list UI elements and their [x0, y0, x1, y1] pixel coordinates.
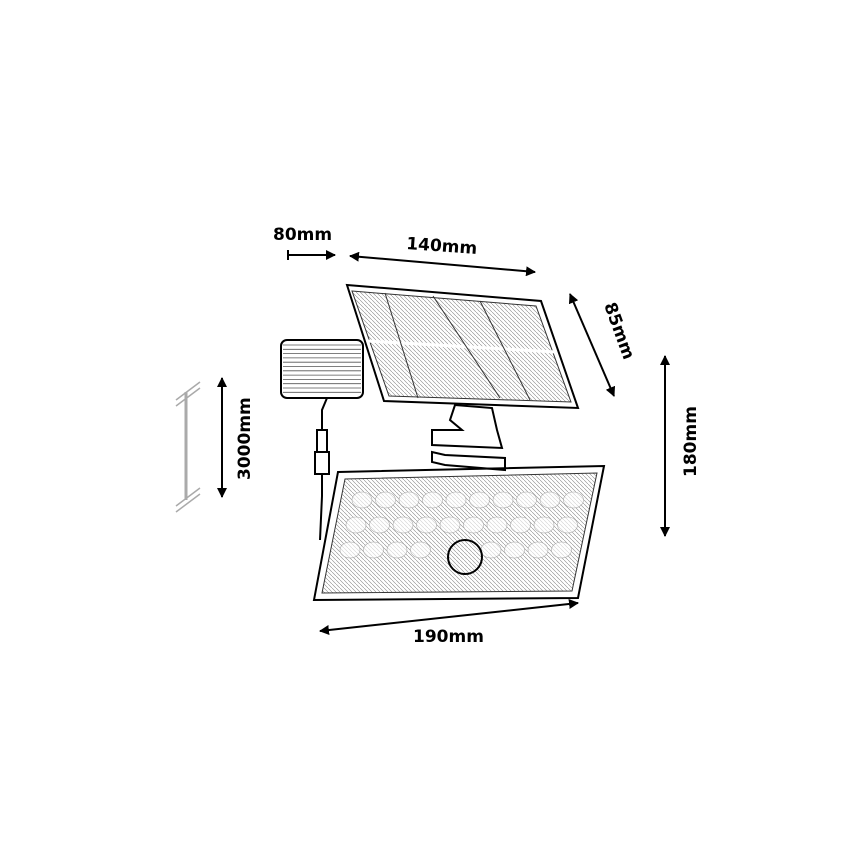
label-total-height: 180mm: [681, 406, 701, 477]
mounting-bracket: [431, 403, 506, 472]
led-bump: [351, 491, 373, 509]
dimension-arrow-80mm: [287, 250, 336, 260]
led-bump: [445, 491, 467, 509]
label-lamp-width: 190mm: [413, 627, 484, 647]
led-bump: [398, 491, 420, 509]
led-bump: [463, 516, 484, 534]
led-bump: [386, 541, 408, 559]
led-bump: [480, 541, 502, 559]
label-cable-length: 3000mm: [235, 397, 255, 480]
cable-length-bracket: [175, 381, 201, 513]
label-panel-height: 85mm: [599, 300, 638, 362]
led-bump: [439, 516, 461, 534]
led-bump: [422, 491, 443, 509]
led-bump: [339, 541, 361, 559]
led-bump: [557, 516, 578, 534]
lamp-panel: [312, 464, 606, 602]
led-bump: [516, 491, 537, 509]
led-bump: [392, 516, 414, 534]
dimension-arrow-140mm: [349, 251, 536, 277]
led-bump: [504, 541, 525, 559]
led-bump: [563, 491, 584, 509]
solar-panel: [345, 283, 580, 410]
label-panel-width: 140mm: [406, 234, 478, 259]
led-bump: [345, 516, 367, 534]
led-bump: [410, 541, 431, 559]
led-bump: [510, 516, 531, 534]
dimension-arrow-190mm: [319, 599, 579, 635]
led-bump: [369, 516, 390, 534]
motion-sensor: [447, 539, 483, 575]
led-bump: [416, 516, 437, 534]
dimension-arrow-85mm: [568, 293, 616, 397]
led-bump: [469, 491, 490, 509]
label-depth: 80mm: [273, 225, 332, 245]
led-bump: [486, 516, 508, 534]
cable-coil: [280, 339, 364, 541]
led-bump: [551, 541, 572, 559]
led-bump: [539, 491, 561, 509]
led-bump: [527, 541, 549, 559]
led-bump: [492, 491, 514, 509]
led-bump: [375, 491, 396, 509]
led-bump: [533, 516, 555, 534]
led-bump: [363, 541, 384, 559]
